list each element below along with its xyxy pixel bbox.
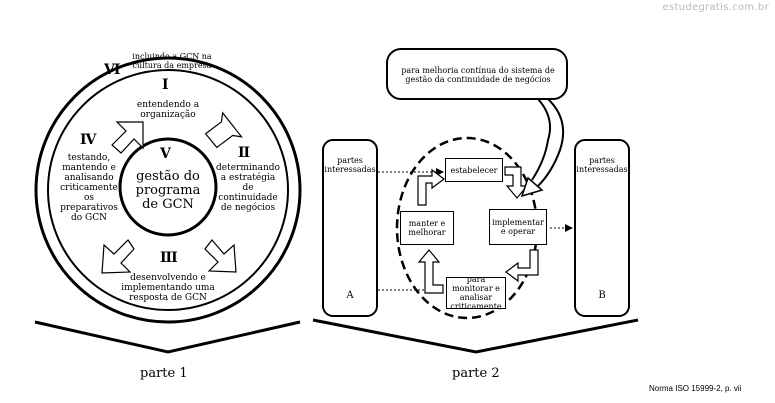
stage-iii-label: desenvolvendo e implementando uma respos… [121, 273, 215, 303]
arrow-monitorar-to-manter [417, 249, 444, 294]
box-implementar-operar: implementar e operar [489, 209, 547, 245]
outer-ring [34, 56, 302, 324]
outer-ring-label: incluindo a GCN na cultura da empresa [132, 52, 212, 70]
callout-bubble [386, 48, 568, 100]
roman-ii: II [238, 145, 250, 161]
center-label: gestão do programa de GCN [135, 169, 201, 212]
citation: Norma ISO 15999-2, p. vii [649, 384, 742, 393]
callout-tail-outer [531, 98, 551, 181]
parte1-chevron [34, 320, 301, 354]
right-pillar [574, 139, 630, 317]
arrow-iii-to-iv [101, 239, 135, 274]
left-pillar [322, 139, 378, 317]
right-pillar-letter: B [598, 290, 606, 301]
stage-iv-label: testando, mantendo e analisando criticam… [60, 153, 118, 223]
roman-iii: III [160, 250, 178, 266]
center-circle [118, 137, 218, 237]
watermark-text: estudegratis.com.br [662, 2, 769, 13]
callout-text: para melhoria contínua do sistema de ges… [401, 66, 555, 84]
left-pillar-label: partes interessadas [324, 156, 376, 174]
roman-i: I [162, 77, 168, 93]
arrow-estabelecer-to-implementar [504, 166, 529, 199]
box-manter-melhorar: manter e melhorar [400, 211, 454, 245]
roman-vi: VI [104, 62, 120, 78]
left-pillar-letter: A [346, 290, 354, 301]
stage-ii-label: determinando a estratégia de continuidad… [216, 163, 280, 213]
stage-i-label: entendendo a organização [136, 100, 200, 120]
roman-v: V [160, 146, 171, 162]
right-pillar-label: partes interessadas [576, 156, 628, 174]
box-monitorar: para monitorar e analisar criticamente [446, 275, 506, 311]
arrow-ii-to-iii [204, 239, 237, 273]
arrow-implementar-to-monitorar [505, 249, 539, 283]
arrow-manter-to-estabelecer [417, 168, 445, 206]
middle-ring [47, 69, 289, 311]
callout-arrowhead [520, 176, 544, 198]
parte1-caption: parte 1 [140, 366, 188, 381]
parte2-caption: parte 2 [452, 366, 500, 381]
arrow-iv-to-i [111, 121, 144, 154]
box-estabelecer: estabelecer [445, 158, 503, 182]
roman-iv: IV [80, 132, 96, 148]
callout-tail-inner [537, 98, 564, 187]
parte2-chevron [312, 318, 639, 354]
parte2-pdca-diagram [312, 48, 639, 354]
parte1-cycle-diagram [34, 56, 302, 354]
arrow-i-to-ii [204, 111, 243, 149]
